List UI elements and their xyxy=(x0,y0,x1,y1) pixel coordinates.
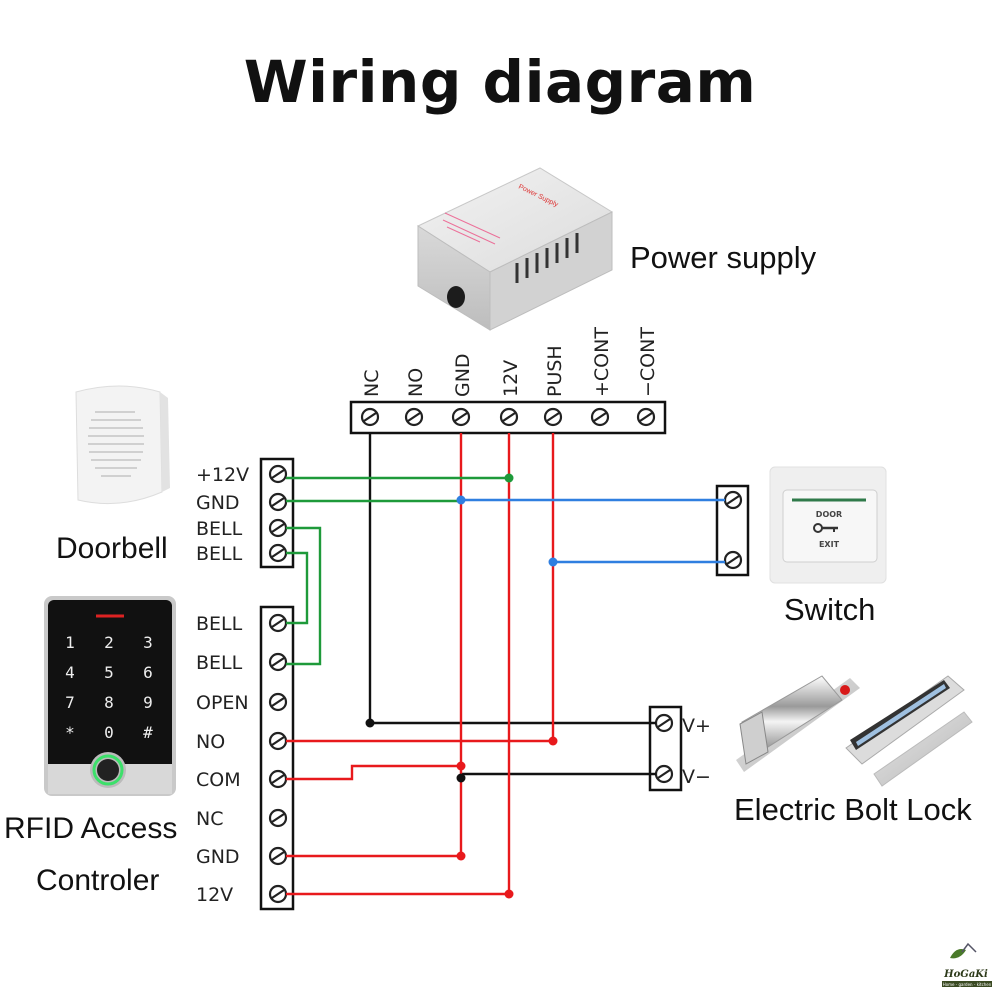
doorbell-terminal-label: BELL xyxy=(196,543,243,565)
power-supply-screw-terminal xyxy=(451,407,471,427)
doorbell-terminal-label: GND xyxy=(196,492,240,514)
rfid-screw-terminal xyxy=(268,769,288,789)
switch-text-door: DOOR xyxy=(816,510,842,519)
doorbell-terminal-label: BELL xyxy=(196,518,243,540)
power-supply-terminal-label: PUSH xyxy=(544,345,566,397)
junction-dot xyxy=(504,473,514,483)
rfid-screw-terminal xyxy=(268,884,288,904)
doorbell-screw-terminal xyxy=(268,492,288,512)
power-supply-terminal-label: −CONT xyxy=(637,327,659,397)
doorbell-image xyxy=(75,385,170,505)
power-supply-label: Power supply xyxy=(630,240,817,275)
lock-screw-terminal xyxy=(654,713,674,733)
junction-dot xyxy=(548,557,558,567)
keypad-key: 2 xyxy=(104,633,114,652)
rfid-terminal-label: OPEN xyxy=(196,692,249,714)
keypad-key: # xyxy=(143,723,153,742)
rfid-label-line2: Controler xyxy=(36,864,159,897)
logo-tagline: Home - garden - kitchen xyxy=(943,982,992,987)
switch-label: Switch xyxy=(784,592,875,627)
rfid-terminal-label: 12V xyxy=(196,884,233,906)
rfid-terminal-label: NC xyxy=(196,808,223,830)
power-supply-screw-terminal xyxy=(590,407,610,427)
rfid-terminal-label: BELL xyxy=(196,613,243,635)
rfid-terminal-label: GND xyxy=(196,846,240,868)
junction-dot xyxy=(456,495,466,505)
power-supply-terminal-label: +CONT xyxy=(591,327,613,397)
lock-terminal-label: V+ xyxy=(682,715,711,737)
keypad-key: * xyxy=(65,723,75,742)
lock-terminal-label: V− xyxy=(682,766,711,788)
rfid-terminal-label: COM xyxy=(196,769,241,791)
keypad-key: 1 xyxy=(65,633,75,652)
switch-text-exit: EXIT xyxy=(819,540,840,549)
power-supply-screw-terminal xyxy=(543,407,563,427)
doorbell-label: Doorbell xyxy=(56,532,168,565)
power-supply-image: Power Supply xyxy=(416,167,614,331)
keypad-key: 6 xyxy=(143,663,153,682)
keypad-key: 3 xyxy=(143,633,153,652)
power-supply-screw-terminal xyxy=(404,407,424,427)
doorbell-terminal-label: +12V xyxy=(196,464,249,486)
switch-screw-terminal xyxy=(723,490,743,510)
wire-bell-b xyxy=(286,551,309,625)
junction-dot xyxy=(456,851,466,861)
rfid-screw-terminal xyxy=(268,846,288,866)
magnetic-lock-image xyxy=(845,675,973,787)
exit-switch-image: DOOR EXIT xyxy=(769,466,887,584)
keypad-key: 0 xyxy=(104,723,114,742)
electric-bolt-lock-image xyxy=(736,675,860,772)
rfid-screw-terminal xyxy=(268,692,288,712)
rfid-label-line1: RFID Access xyxy=(4,812,177,845)
power-supply-terminal-label: NO xyxy=(405,368,427,397)
keypad-key: 7 xyxy=(65,693,75,712)
keypad-key: 9 xyxy=(143,693,153,712)
rfid-terminal-label: BELL xyxy=(196,652,243,674)
power-supply-screw-terminal xyxy=(499,407,519,427)
power-supply-terminal-label: 12V xyxy=(500,360,522,397)
rfid-keypad-image xyxy=(44,596,176,796)
power-supply-screw-terminal xyxy=(636,407,656,427)
keypad-key: 5 xyxy=(104,663,114,682)
key-icon xyxy=(813,523,838,533)
power-supply-terminal-label: GND xyxy=(452,353,474,397)
doorbell-screw-terminal xyxy=(268,543,288,563)
page-title: Wiring diagram xyxy=(243,48,757,116)
junction-dot xyxy=(456,773,466,783)
wire-bell-a xyxy=(286,526,322,666)
junction-dot xyxy=(548,736,558,746)
doorbell-screw-terminal xyxy=(268,464,288,484)
rfid-screw-terminal xyxy=(268,731,288,751)
lock-screw-terminal xyxy=(654,764,674,784)
hogaki-logo: HoGaKi Home - garden - kitchen xyxy=(942,942,992,987)
power-supply-terminal-label: NC xyxy=(361,370,383,397)
doorbell-screw-terminal xyxy=(268,518,288,538)
keypad-key: 8 xyxy=(104,693,114,712)
switch-screw-terminal xyxy=(723,550,743,570)
junction-dot xyxy=(456,761,466,771)
wire-rfid-com xyxy=(286,764,461,781)
rfid-screw-terminal xyxy=(268,652,288,672)
rfid-screw-terminal xyxy=(268,613,288,633)
rfid-screw-terminal xyxy=(268,808,288,828)
rfid-terminal-label: NO xyxy=(196,731,225,753)
power-supply-screw-terminal xyxy=(360,407,380,427)
logo-brand: HoGaKi xyxy=(943,969,988,980)
lock-label: Electric Bolt Lock xyxy=(734,792,972,827)
keypad-key: 4 xyxy=(65,663,75,682)
junction-dot xyxy=(504,889,514,899)
junction-dot xyxy=(365,718,375,728)
